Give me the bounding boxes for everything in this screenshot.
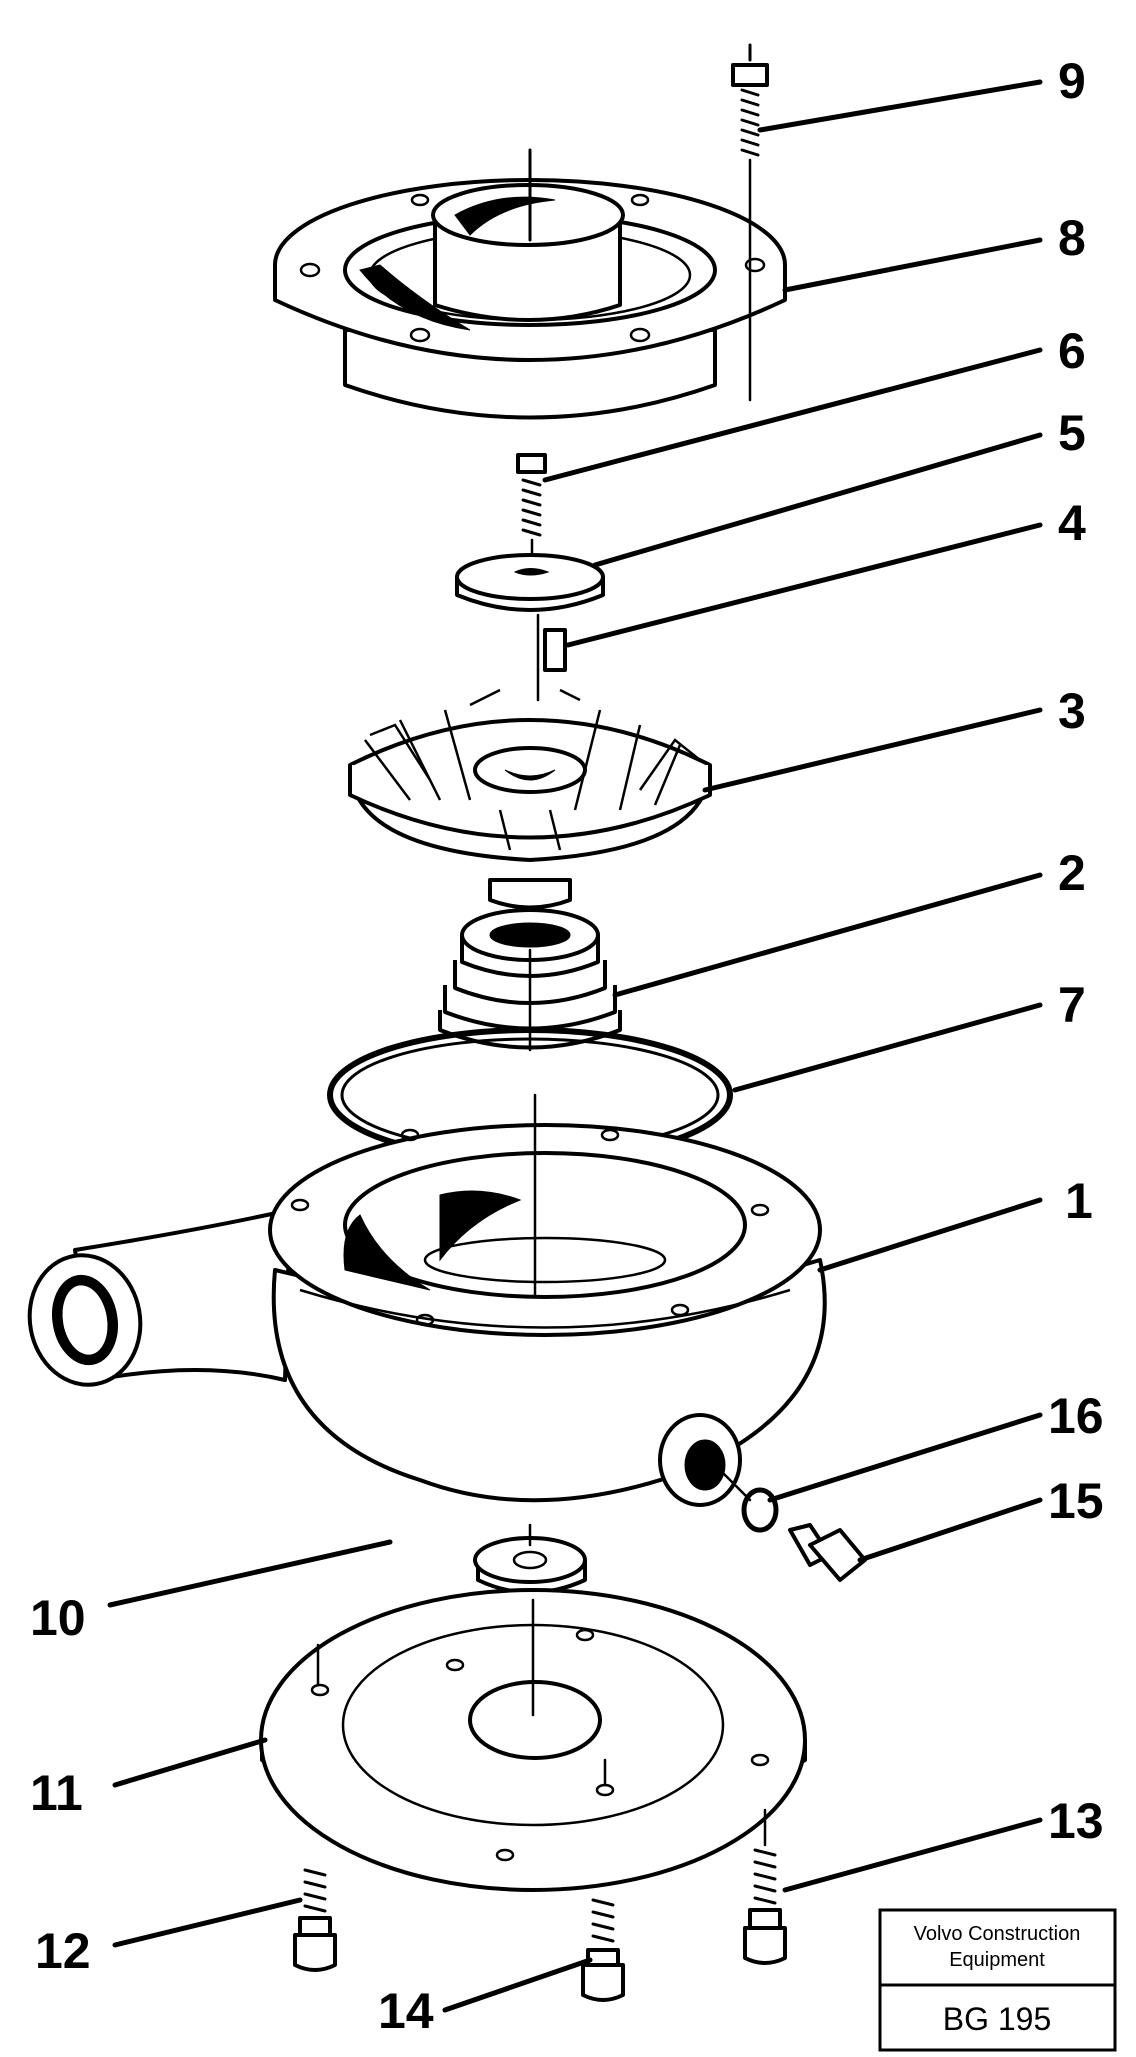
leader-3 [702,707,1043,793]
callout-8: 8 [1058,210,1086,266]
callout-3: 3 [1058,683,1086,739]
callout-14: 14 [378,1983,434,2039]
leader-lines [107,79,1043,2013]
part-5-disc [455,553,605,612]
title-box-company-line1: Volvo Construction [914,1923,1081,1945]
leader-15 [857,1497,1043,1563]
part-15-drain-plug [788,1523,867,1582]
part-2-seal [438,908,622,1052]
leader-5 [592,432,1043,568]
part-8-cover-flange [273,148,787,420]
callout-7: 7 [1058,977,1086,1033]
leader-13 [782,1817,1043,1893]
callout-9: 9 [1058,53,1086,109]
callout-labels: 9 8 6 5 4 3 2 7 1 16 15 10 11 13 12 14 [30,53,1104,2039]
leader-16 [767,1412,1043,1503]
callout-6: 6 [1058,323,1086,379]
callout-11: 11 [30,1765,83,1821]
leader-2 [612,872,1043,998]
part-11-bottom-cover [259,1588,807,1892]
callout-13: 13 [1048,1793,1104,1849]
leader-1 [817,1197,1043,1273]
leader-9 [757,79,1043,133]
part-9-bolt [731,43,769,402]
leader-7 [732,1002,1043,1093]
callout-2: 2 [1058,845,1086,901]
part-14-bolt [581,1898,625,2002]
callout-16: 16 [1048,1388,1104,1444]
part-10-washer [473,1523,587,1595]
title-box: Volvo Construction Equipment BG 195 [878,1908,1117,2052]
callout-5: 5 [1058,405,1086,461]
leader-11 [112,1737,268,1788]
title-box-code: BG 195 [943,2001,1052,2037]
leader-4 [565,522,1043,648]
leader-6 [542,347,1043,483]
part-12-bolt [293,1868,337,1972]
part-3-impeller [348,688,712,910]
part-4-key [536,613,567,702]
callout-1: 1 [1065,1173,1093,1229]
leader-14 [442,1957,593,2013]
leader-10 [107,1539,393,1608]
callout-12: 12 [35,1923,91,1979]
leader-12 [112,1897,303,1948]
part-6-screw [516,453,547,562]
leader-8 [782,237,1043,293]
part-1-housing [27,1093,827,1507]
callout-10: 10 [30,1590,86,1646]
part-13-bolt [743,1808,787,1965]
callout-15: 15 [1048,1473,1104,1529]
part-16-seal-ring [718,1468,779,1533]
callout-4: 4 [1058,495,1086,551]
title-box-company-line2: Equipment [949,1949,1045,1971]
